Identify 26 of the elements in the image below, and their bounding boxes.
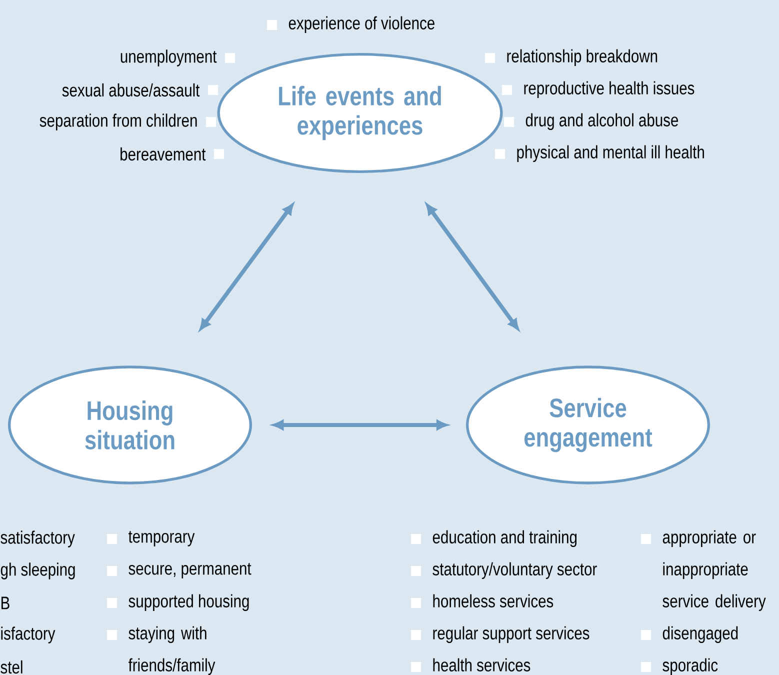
bullet-item: staying with friends/family bbox=[107, 626, 216, 675]
double-arrow bbox=[200, 204, 294, 330]
ellipse-node: Life events and experiences bbox=[217, 53, 503, 173]
bullet-item: reproductive health issues bbox=[502, 81, 694, 98]
bullet-item: homeless services bbox=[411, 594, 554, 608]
ellipse-node: Service engagement bbox=[466, 366, 710, 484]
ellipse-node: Housing situation bbox=[8, 366, 252, 484]
bullet-item: sporadic bbox=[641, 658, 718, 675]
list-text: satisfactory bbox=[0, 530, 75, 548]
double-arrow bbox=[426, 204, 519, 330]
list-text: gh sleeping bbox=[0, 562, 75, 580]
bullet-item: sexual abuse/assault bbox=[62, 83, 218, 97]
list-text: isfactory bbox=[1, 626, 56, 644]
bullet-item: secure, permanent bbox=[107, 563, 252, 578]
list-text: B bbox=[1, 596, 10, 610]
bullet-item: regular support services bbox=[411, 626, 590, 644]
bullet-item: statutory/voluntary sector bbox=[411, 562, 597, 580]
bullet-item: health services bbox=[411, 658, 530, 672]
bullet-item: education and training bbox=[411, 530, 577, 548]
bullet-item: supported housing bbox=[107, 594, 249, 612]
bullet-item: disengaged bbox=[641, 626, 738, 644]
bullet-item: separation from children bbox=[40, 114, 216, 130]
bullet-item: drug and alcohol abuse bbox=[504, 113, 678, 130]
bullet-item: temporary bbox=[107, 531, 195, 546]
bullet-item: experience of violence bbox=[267, 16, 434, 34]
list-text: stel bbox=[0, 660, 22, 674]
